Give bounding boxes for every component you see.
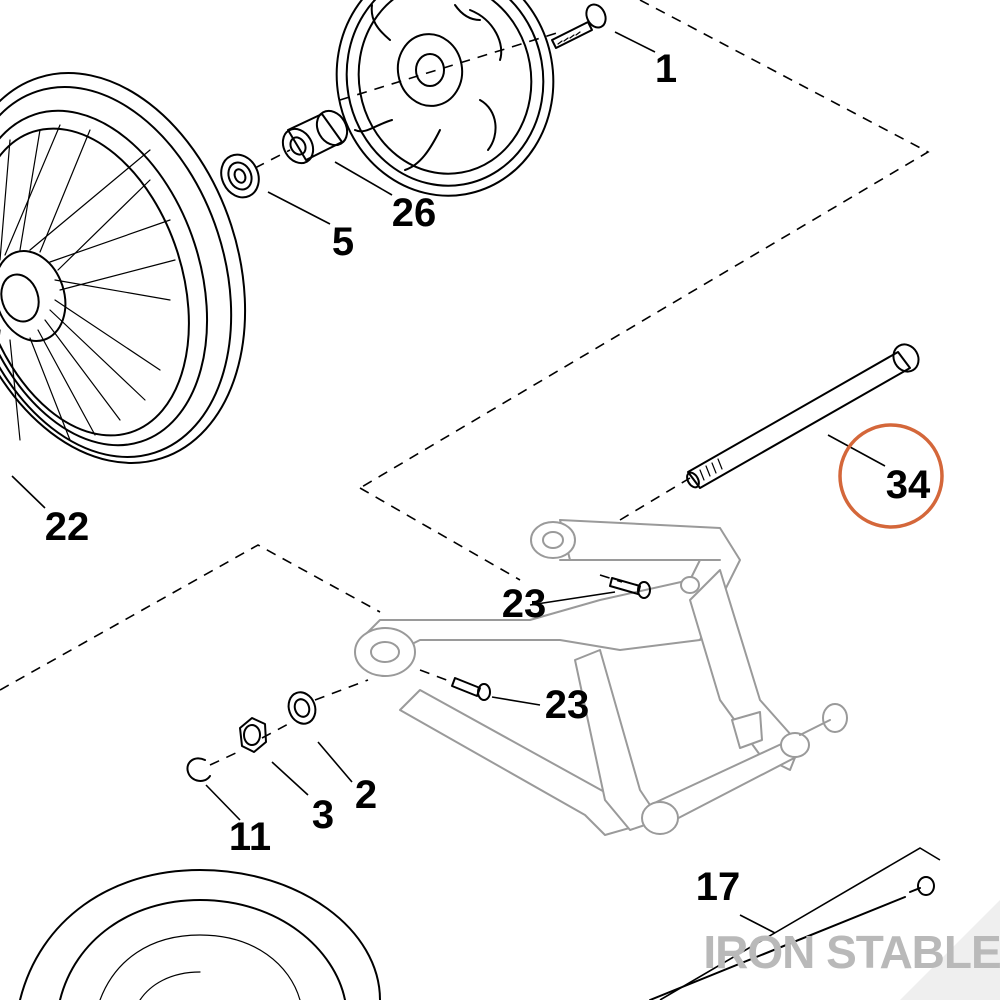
hardware-drawing <box>186 691 317 782</box>
callout-22: 22 <box>45 505 90 549</box>
long-axle-drawing <box>686 343 920 489</box>
spoked-wheel-drawing <box>0 72 247 464</box>
bearing-drawing <box>220 153 260 199</box>
leader-lines <box>11 31 886 934</box>
pulley-drawing <box>335 0 555 197</box>
axle-bolt-drawing <box>551 3 607 49</box>
callout-1: 1 <box>655 47 677 91</box>
callout-23-upper: 23 <box>502 582 547 626</box>
tire-drawing <box>19 869 381 1000</box>
highlight-ring <box>838 423 944 529</box>
callout-5: 5 <box>332 220 354 264</box>
assembly-guide-lines <box>0 0 930 766</box>
watermark-text: IRON STABLE <box>703 926 1000 978</box>
rod-drawing <box>649 847 941 1000</box>
spacer-drawing <box>281 109 349 165</box>
callout-2: 2 <box>355 773 377 817</box>
swingarm-bolts-drawing <box>451 577 651 701</box>
callout-34: 34 <box>886 463 931 507</box>
watermark-shape <box>900 900 1000 1000</box>
callout-17: 17 <box>696 865 741 909</box>
callout-3: 3 <box>312 793 334 837</box>
callout-23-lower: 23 <box>545 683 590 727</box>
callout-11: 11 <box>229 815 271 859</box>
callout-26: 26 <box>392 191 437 235</box>
callout-labels: 1 26 5 22 34 23 23 2 3 11 17 <box>45 47 931 909</box>
swingarm-drawing <box>354 519 848 836</box>
